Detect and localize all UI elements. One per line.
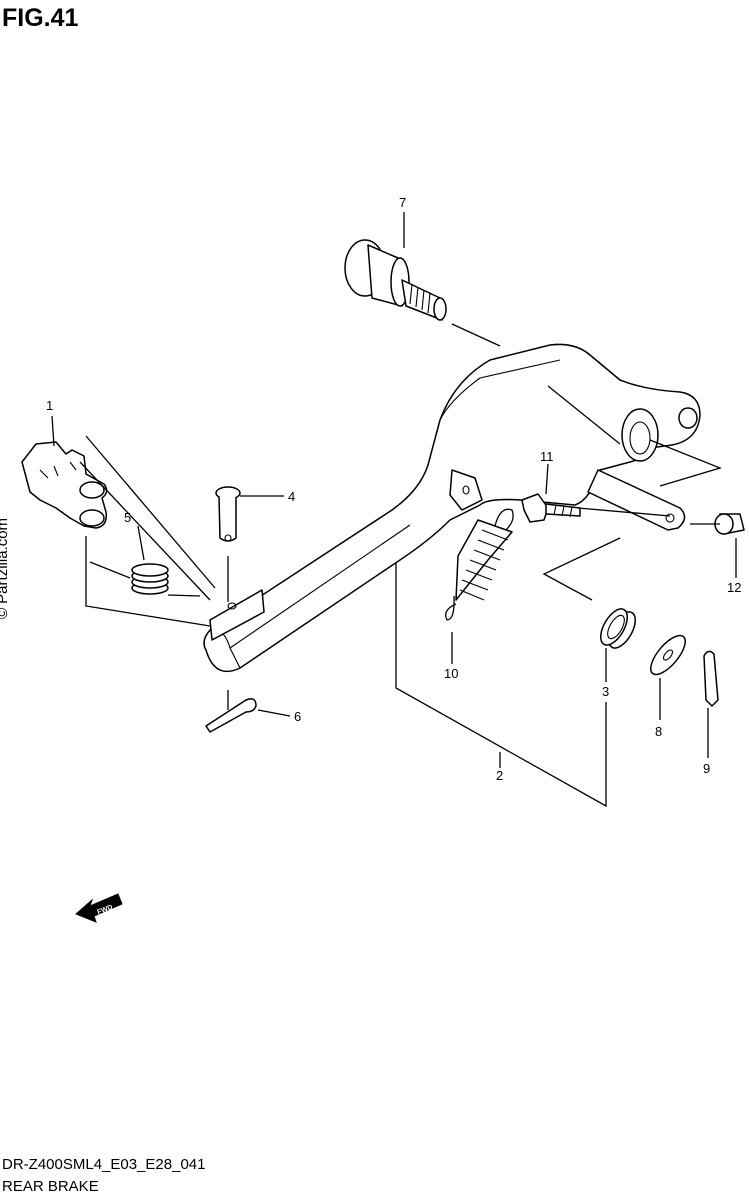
callout-1: 1 xyxy=(46,398,53,413)
part-9-cotter-pin[interactable] xyxy=(703,650,719,707)
part-8-washer[interactable] xyxy=(645,630,691,680)
part-7-pivot-bolt[interactable] xyxy=(344,239,447,321)
callout-3: 3 xyxy=(602,684,609,699)
callout-11: 11 xyxy=(540,449,554,464)
model-code: DR-Z400SML4_E03_E28_041 xyxy=(2,1156,206,1173)
callout-2: 2 xyxy=(496,768,503,783)
callout-numbers: 1 2 3 4 5 6 7 8 9 10 11 12 xyxy=(46,195,741,783)
callout-5: 5 xyxy=(124,510,131,525)
part-2-brake-pedal[interactable] xyxy=(203,343,701,673)
fwd-arrow-icon: FWD xyxy=(75,893,123,923)
part-3-oil-seal[interactable] xyxy=(595,605,640,653)
part-1-bracket[interactable] xyxy=(21,441,108,529)
callout-9: 9 xyxy=(703,761,710,776)
figure-title: FIG.41 xyxy=(2,4,79,32)
callout-6: 6 xyxy=(294,709,301,724)
section-name: REAR BRAKE xyxy=(2,1178,99,1195)
callout-4: 4 xyxy=(288,489,295,504)
callout-10: 10 xyxy=(444,666,458,681)
part-11-bolt[interactable] xyxy=(521,493,581,523)
part-4-clevis-pin[interactable] xyxy=(215,486,241,542)
part-5-return-spring[interactable] xyxy=(89,561,201,597)
callout-12: 12 xyxy=(727,580,741,595)
callout-7: 7 xyxy=(399,195,406,210)
callout-8: 8 xyxy=(655,724,662,739)
part-10-pedal-spring[interactable] xyxy=(445,508,514,621)
leader-lines xyxy=(51,212,737,808)
part-6-cotter-pin[interactable] xyxy=(205,698,257,733)
